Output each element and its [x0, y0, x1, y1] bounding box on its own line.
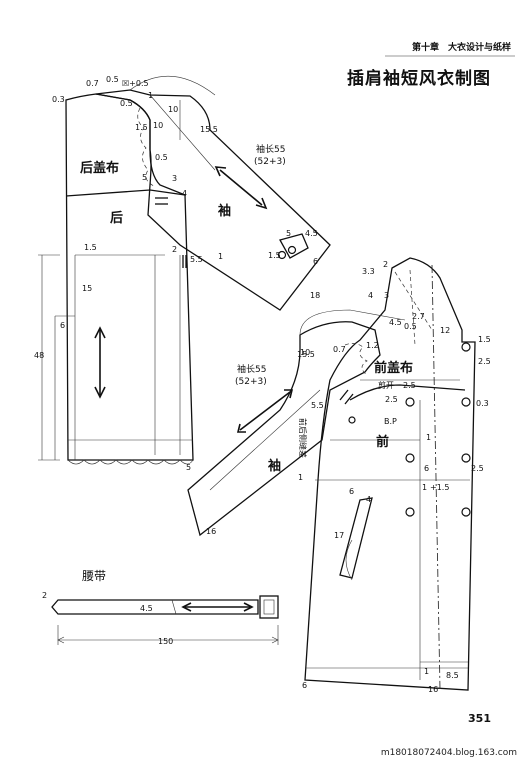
back-measure: 10	[153, 121, 163, 130]
back-sleeve-length: 袖长55	[256, 143, 285, 155]
bp-label: B.P	[384, 417, 397, 426]
back-measure: 1.5	[84, 243, 97, 252]
front-measure: 5.5	[311, 401, 324, 410]
back-measure: 4	[182, 189, 187, 198]
front-measure: 4	[368, 291, 373, 300]
back-measure: 6	[313, 257, 318, 266]
belt-tip: 2	[42, 591, 47, 600]
front-measure: 1	[298, 473, 303, 482]
front-measure: 3.3	[362, 267, 375, 276]
belt-width: 4.5	[140, 604, 153, 613]
back-measure: 5.5	[190, 255, 203, 264]
back-measure: 0.3	[52, 95, 65, 104]
back-measure: 1.5	[135, 123, 148, 132]
back-measure: 4.5	[305, 229, 318, 238]
front-measure: 12	[440, 326, 450, 335]
front-measure: 16	[428, 685, 438, 694]
front-measure: 2.5	[385, 395, 398, 404]
back-sleeve-pattern	[95, 75, 331, 311]
back-yoke-label: 后盖布	[80, 160, 119, 176]
front-sleeve-length: 袖长55	[237, 363, 266, 375]
back-measure: 3	[172, 174, 177, 183]
back-sleeve-label: 袖	[218, 203, 231, 219]
blog-watermark: m18018072404.blog.163.com	[380, 748, 517, 758]
page-title: 插肩袖短风衣制图	[347, 69, 491, 89]
front-measure: 3	[384, 291, 389, 300]
front-measure: 6	[424, 464, 429, 473]
back-measure: 48	[34, 351, 44, 360]
page-number: 351	[468, 712, 491, 725]
front-measure: 6	[349, 487, 354, 496]
front-measure: 16	[206, 527, 216, 536]
front-measure: 4.5	[389, 318, 402, 327]
back-body-pattern	[38, 93, 194, 465]
front-measure: 0.7	[333, 345, 346, 354]
front-measure: 1	[422, 483, 427, 492]
front-measure: 4	[366, 495, 371, 504]
front-sleeve-pattern	[187, 309, 406, 537]
back-measure: 5	[142, 173, 147, 182]
front-measure: +1.5	[430, 483, 449, 492]
front-measure: 2.5	[403, 381, 416, 390]
back-measure: 15.5	[200, 125, 218, 134]
front-measure: 6	[302, 681, 307, 690]
front-measure: 2.5	[471, 464, 484, 473]
front-measure: 10	[300, 348, 310, 357]
front-body-label: 前	[376, 434, 389, 450]
back-measure: 0.5	[120, 99, 133, 108]
front-measure: 0.5	[404, 322, 417, 331]
back-measure: 0.7	[86, 79, 99, 88]
belt-length: 150	[158, 637, 173, 646]
back-measure: ☒+0.5	[122, 79, 149, 88]
front-body-pattern	[304, 257, 476, 691]
back-measure: 0.5	[106, 75, 119, 84]
back-measure: 2	[172, 245, 177, 254]
back-measure: 15	[82, 284, 92, 293]
back-measure: 1	[148, 91, 153, 100]
front-opening-label: 剪开	[378, 380, 394, 390]
belt-pattern	[51, 595, 279, 645]
back-measure: 6	[60, 321, 65, 330]
front-measure: 0.3	[476, 399, 489, 408]
back-measure: 5	[186, 463, 191, 472]
front-measure: 1.5	[478, 335, 491, 344]
chapter-header: 第十章 大衣设计与纸样	[411, 43, 511, 53]
back-measure: 10	[168, 105, 178, 114]
belt-label: 腰带	[82, 569, 106, 583]
front-measure: 1.2	[366, 341, 379, 350]
front-measure: 2.5	[478, 357, 491, 366]
front-measure: 2.7	[412, 312, 425, 321]
back-measure: 18	[310, 291, 320, 300]
back-sleeve-length-sub: (52+3)	[254, 157, 286, 167]
front-yoke-label: 前盖布	[374, 360, 413, 376]
back-measure: 1	[218, 252, 223, 261]
front-measure: 1	[426, 433, 431, 442]
front-sleeve-label: 袖	[268, 458, 281, 474]
side-seam-diff-note: 前后侧缝差	[298, 418, 308, 458]
back-measure: 1.5	[268, 251, 281, 260]
front-measure: 15.5	[297, 350, 315, 359]
front-measure: 2	[383, 260, 388, 269]
front-measure: 1	[424, 667, 429, 676]
front-measure: 8.5	[446, 671, 459, 680]
front-measure: 17	[334, 531, 344, 540]
front-sleeve-length-sub: (52+3)	[235, 377, 267, 387]
back-body-label: 后	[110, 210, 123, 226]
back-measure: 5	[286, 229, 291, 238]
back-measure: 0.5	[155, 153, 168, 162]
